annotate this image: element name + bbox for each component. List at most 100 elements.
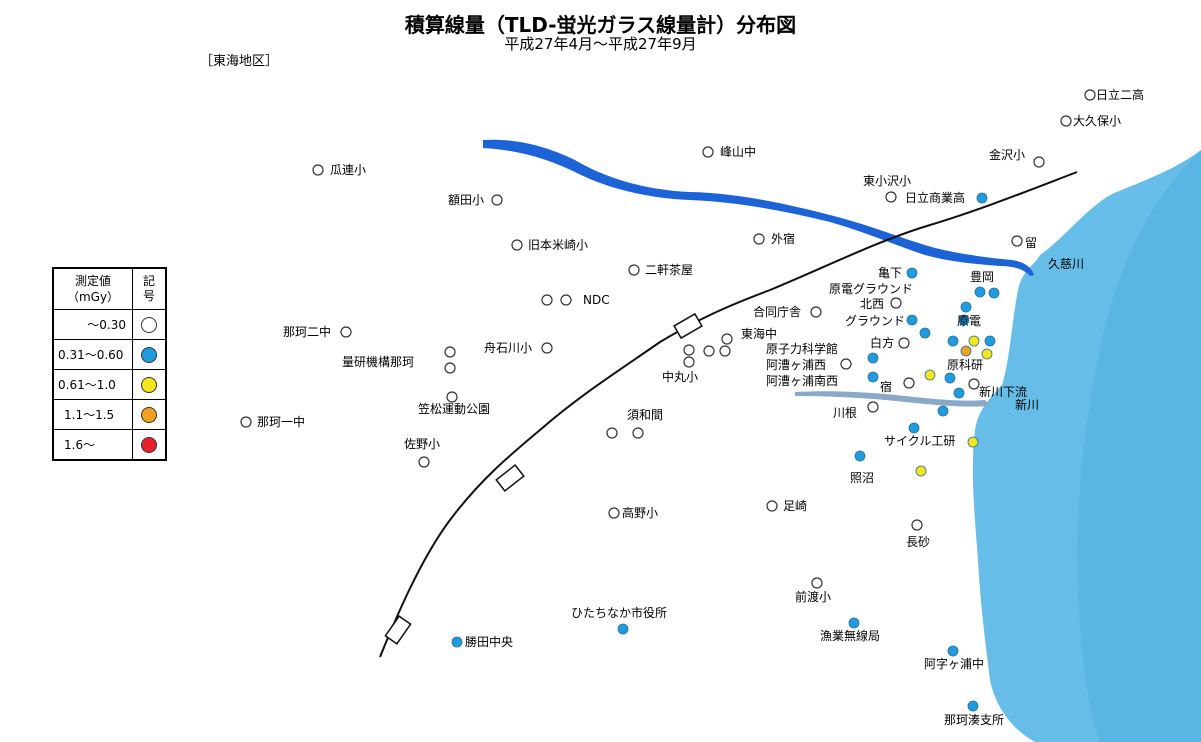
station-label: NDC [583,293,610,307]
legend-range: 0.61～1.0 [52,369,133,400]
station-label: 那珂二中 [283,325,332,339]
station-label: 日立商業高 [905,191,966,205]
station-label: 瓜連小 [330,163,367,177]
station-marker [937,405,949,417]
kuji-river [483,139,1034,276]
station-label: 新川下流 [979,385,1028,399]
station-marker [848,617,860,629]
station-marker [560,294,572,306]
station-label: 留 [1025,236,1038,250]
station-label: 合同庁舎 [753,305,802,319]
map-title: 積算線量（TLD-蛍光ガラス線量計）分布図 [404,13,797,37]
station-marker [968,378,980,390]
station-marker [911,519,923,531]
station-marker [340,326,352,338]
station-marker [1033,156,1045,168]
station-label: 阿字ヶ浦中 [924,657,985,671]
station-marker [495,464,525,492]
station-label: ひたちなか市役所 [571,606,668,620]
station-label: 阿漕ヶ浦西 [766,358,827,372]
station-marker [418,456,430,468]
station-label: 額田小 [448,193,485,207]
station-label: 笠松運動公園 [418,402,491,416]
station-marker [719,345,731,357]
station-label: 照沼 [850,471,875,485]
station-marker [491,194,503,206]
station-marker [240,416,252,428]
station-marker [703,345,715,357]
station-marker [958,314,970,326]
station-marker [511,239,523,251]
station-marker [924,369,936,381]
legend-range: 1.6～ [52,429,133,461]
station-marker [890,297,902,309]
station-marker [541,294,553,306]
station-marker [632,427,644,439]
shinkawa-river-label: 新川 [1015,398,1040,412]
station-marker [944,372,956,384]
station-marker [683,344,695,356]
station-marker [683,356,695,368]
station-label: 原電 [957,314,982,328]
station-marker [854,450,866,462]
station-marker [608,507,620,519]
legend-range: 0.31～0.60 [52,339,133,370]
station-label: 金沢小 [989,148,1026,162]
station-marker [960,345,972,357]
station-label: 前渡小 [795,590,832,604]
station-marker [906,314,918,326]
station-label: 舟石川小 [484,341,533,355]
station-marker [867,371,879,383]
station-marker [606,427,618,439]
station-label: 原電グラウンド [829,282,914,296]
legend-symbol [132,339,167,370]
station-label: 川根 [833,406,858,420]
legend-header-value: 測定値（mGy） [52,267,133,310]
station-label: 阿漕ヶ浦南西 [766,374,839,388]
station-label: グラウンド [845,314,906,328]
legend-header-symbol: 記号 [132,267,167,310]
station-label: 高野小 [622,506,659,520]
station-label: 原子力科学館 [766,342,839,356]
station-label: 那珂湊支所 [944,713,1005,727]
station-marker [673,312,703,340]
station-marker [702,146,714,158]
station-label: 二軒茶屋 [645,263,694,277]
station-label: 東小沢小 [863,174,912,188]
station-label: 宿 [880,380,893,394]
station-label: 足崎 [783,499,808,513]
station-marker [617,623,629,635]
station-marker [947,645,959,657]
station-label: 大久保小 [1073,114,1122,128]
station-marker [981,348,993,360]
station-marker [885,191,897,203]
railway-line [379,171,1078,658]
station-marker [444,346,456,358]
legend-symbol [132,429,167,461]
station-label: 峰山中 [720,145,757,159]
station-marker [976,192,988,204]
station-label: 勝田中央 [465,635,514,649]
station-marker [721,333,733,345]
station-marker [451,636,463,648]
station-marker [967,700,979,712]
station-marker [867,352,879,364]
station-label: サイクル工研 [884,434,956,448]
station-label: 北西 [860,297,885,311]
station-marker [1060,115,1072,127]
legend-symbol [132,369,167,400]
station-marker [968,335,980,347]
station-label: 外宿 [771,232,796,246]
station-marker [384,615,412,645]
station-label: 日立二高 [1096,88,1145,102]
station-label: 中丸小 [662,370,699,384]
station-marker [919,327,931,339]
station-label: 漁業無線局 [820,629,881,643]
station-label: 長砂 [906,535,931,549]
station-marker [541,342,553,354]
station-marker [312,164,324,176]
station-label: 量研機構那珂 [342,355,415,369]
legend-range: 1.1～1.5 [52,399,133,430]
station-label: 須和間 [627,408,664,422]
